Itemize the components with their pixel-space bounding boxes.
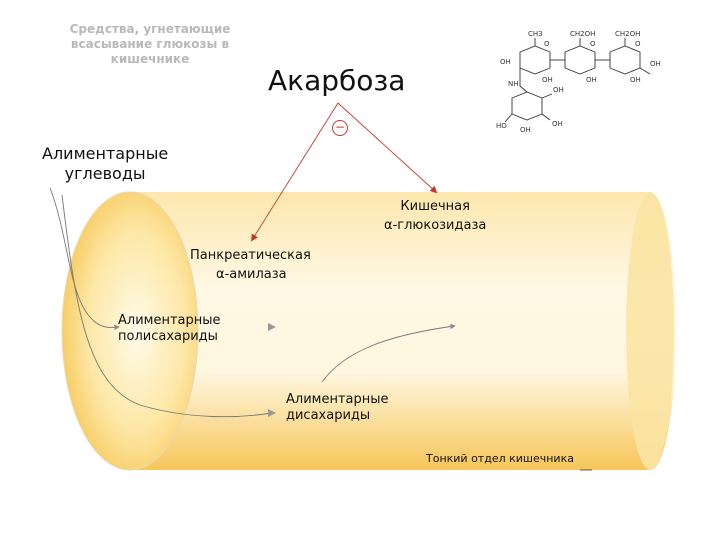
inhibition-arrow-intestinal — [337, 102, 438, 194]
atom-label: OH — [553, 86, 564, 94]
tube-far-end — [626, 192, 674, 470]
label-line: Кишечная — [400, 199, 470, 214]
atom-label: CH3 — [528, 30, 543, 38]
structure-bond — [541, 113, 551, 121]
atom-label: OH — [650, 60, 661, 68]
flow-arrow-to-enzyme — [321, 323, 456, 383]
structure-bond — [504, 113, 513, 123]
atom-label: OH — [542, 76, 553, 84]
label-intestinal-glucosidase: Кишечная α-глюкозидаза — [384, 197, 486, 235]
label-line: полисахариды — [118, 329, 218, 344]
structure-atom-labels: CH3 CH2OH CH2OH O O O OH OH OH OH OH NH … — [496, 30, 661, 134]
label-line: дисахариды — [286, 408, 371, 423]
atom-label: O — [590, 40, 596, 48]
label-line: Алиментарные — [118, 313, 221, 328]
atom-label: O — [635, 40, 641, 48]
label-line: Алиментарные — [286, 392, 389, 407]
inhibition-arrow-pancreatic — [251, 102, 339, 242]
label-line: Алиментарные — [42, 144, 169, 163]
label-alimentary-carbohydrates: Алиментарные углеводы — [42, 144, 168, 184]
label-line: Панкреатическая — [190, 248, 311, 263]
small-markers — [268, 323, 276, 417]
small-intestine-tube — [61, 191, 676, 471]
structure-ring — [511, 91, 543, 121]
label-line: α-глюкозидаза — [384, 218, 487, 233]
atom-label: CH2OH — [615, 30, 640, 38]
inhibition-arrows — [251, 102, 438, 242]
structure-ring — [609, 45, 641, 75]
structure-ring — [519, 45, 551, 75]
structure-bond — [541, 93, 553, 99]
label-pancreatic-amylase: Панкреатическая α-амилаза — [190, 246, 311, 284]
atom-label: OH — [586, 76, 597, 84]
atom-label: O — [544, 40, 550, 48]
atom-label: HO — [496, 122, 507, 130]
label-small-intestine: Тонкий отдел кишечника — [426, 452, 574, 465]
atom-label: OH — [520, 126, 531, 134]
label-alimentary-polysaccharides: Алиментарные полисахариды — [118, 313, 221, 345]
structure-bond — [519, 68, 528, 93]
flow-arrow-to-polysaccharides — [49, 187, 120, 331]
tube-body — [130, 192, 676, 470]
label-line: углеводы — [64, 164, 146, 183]
structure-ring — [564, 45, 596, 75]
atom-label: NH — [508, 80, 519, 88]
label-line: α-амилаза — [216, 267, 287, 282]
drug-name: Акарбоза — [268, 64, 406, 97]
atom-label: OH — [552, 120, 563, 128]
tube-near-end — [61, 191, 199, 471]
subtitle-line: Средства, угнетающие — [69, 22, 231, 36]
flow-arrows — [49, 187, 456, 418]
acarbose-structure — [504, 38, 651, 123]
subtitle-line: кишечнике — [110, 52, 190, 66]
subtitle-line: всасывание глюкозы в — [70, 37, 230, 51]
atom-label: OH — [500, 58, 511, 66]
marker-triangle — [268, 409, 276, 417]
slide-subtitle: Средства, угнетающие всасывание глюкозы … — [50, 22, 250, 67]
atom-label: OH — [630, 76, 641, 84]
structure-bond — [639, 67, 651, 75]
label-alimentary-disaccharides: Алиментарные дисахариды — [286, 392, 389, 424]
atom-label: CH2OH — [570, 30, 595, 38]
flow-arrow-to-disaccharides — [61, 194, 274, 418]
inhibition-symbol: − — [332, 120, 348, 136]
marker-triangle — [268, 323, 276, 331]
